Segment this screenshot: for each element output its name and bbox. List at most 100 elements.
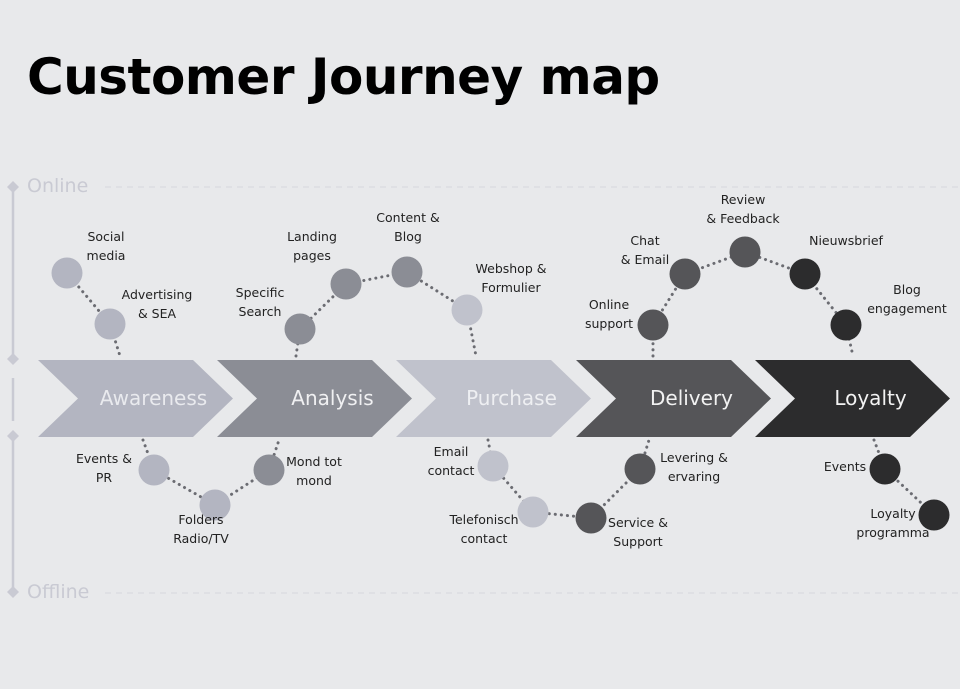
touchpoint-label-line: Blog [394, 229, 422, 244]
touchpoint-label-line: engagement [867, 301, 947, 316]
touchpoint-events [869, 453, 901, 485]
touchpoint-label-line: Radio/TV [173, 531, 229, 546]
touchpoint-label-line: Chat [630, 233, 660, 248]
touchpoint-chat-and-email [669, 258, 701, 290]
touchpoint-email-contact [477, 450, 509, 482]
touchpoint-label-line: ervaring [667, 469, 721, 484]
page-title: Customer Journey map [27, 48, 660, 106]
touchpoint-review-and-feedback [729, 236, 761, 268]
touchpoint-label-line: Webshop & [475, 261, 547, 276]
touchpoint-label-line: Landing [287, 229, 337, 244]
touchpoint-label-line: Email [433, 444, 469, 459]
touchpoint-label-events: Events [824, 457, 866, 476]
touchpoint-label-telefonisch-contact: Telefonisch contact [449, 510, 518, 548]
touchpoint-label-line: Content & [376, 210, 440, 225]
stage-chevron-awareness [38, 360, 233, 437]
connector-analysis-purchase-online [294, 270, 478, 358]
touchpoint-advertising-and-sea [94, 308, 126, 340]
lower-mid-marker [7, 430, 19, 442]
touchpoint-label-line: Events [823, 459, 867, 474]
touchpoint-label-service-and-support: Service & Support [608, 513, 668, 551]
touchpoint-service-and-support [575, 502, 607, 534]
touchpoint-label-email-contact: Email contact [428, 442, 475, 480]
touchpoint-label-chat-and-email: Chat & Email [621, 231, 669, 269]
touchpoint-label-levering-and-ervaring: Levering & ervaring [660, 448, 728, 486]
touchpoint-label-line: Loyalty [870, 506, 916, 521]
touchpoint-label-events-and-pr: Events & PR [76, 449, 132, 487]
touchpoint-nieuwsbrief [789, 258, 821, 290]
stage-chevron-analysis [217, 360, 412, 437]
stage-label-delivery: Delivery [649, 385, 734, 410]
connector-purchase-delivery-offline [486, 438, 651, 520]
touchpoint-folders-radio-tv [199, 489, 231, 521]
touchpoint-label-line: pages [293, 248, 331, 263]
touchpoint-label-line: & Feedback [706, 211, 780, 226]
stage-chevron-loyalty [755, 360, 950, 437]
touchpoint-label-line: Advertising [121, 287, 193, 302]
offline-axis-marker [7, 586, 19, 598]
touchpoint-blog-engagement [830, 309, 862, 341]
touchpoint-label-line: Social [87, 229, 125, 244]
touchpoint-label-social-media: Social media [87, 227, 126, 265]
touchpoint-label-line: Blog [893, 282, 921, 297]
touchpoint-label-online-support: Online support [585, 295, 633, 333]
touchpoint-loyalty-programma [918, 499, 950, 531]
touchpoint-label-line: media [86, 248, 126, 263]
touchpoint-label-line: Search [238, 304, 282, 319]
touchpoint-label-line: Telefonisch [449, 512, 519, 527]
touchpoint-label-line: Events & [75, 451, 133, 466]
touchpoint-label-line: mond [296, 473, 332, 488]
touchpoint-label-line: Specific [235, 285, 285, 300]
touchpoint-label-loyalty-programma: Loyalty programma [856, 504, 929, 542]
touchpoint-online-support [637, 309, 669, 341]
touchpoint-label-line: Review [720, 192, 766, 207]
touchpoint-label-mond-tot-mond: Mond tot mond [286, 452, 342, 490]
touchpoint-label-review-and-feedback: Review & Feedback [706, 190, 779, 228]
touchpoint-label-line: & SEA [137, 306, 177, 321]
channel-axis [7, 181, 960, 598]
touchpoint-specific-search [284, 313, 316, 345]
touchpoint-label-nieuwsbrief: Nieuwsbrief [809, 231, 883, 250]
stage-chevrons [38, 360, 950, 437]
stage-label-purchase: Purchase [466, 385, 557, 410]
touchpoint-social-media [51, 257, 83, 289]
touchpoint-webshop-and-formulier [451, 294, 483, 326]
touchpoint-label-content-and-blog: Content & Blog [376, 208, 439, 246]
touchpoint-label-line: PR [95, 470, 113, 485]
touchpoint-label-line: Levering & [660, 450, 728, 465]
touchpoint-label-landing-pages: Landing pages [287, 227, 337, 265]
stage-chevron-purchase [396, 360, 591, 437]
touchpoint-label-line: contact [460, 531, 508, 546]
touchpoint-label-line: Nieuwsbrief [809, 233, 883, 248]
touchpoint-telefonisch-contact [517, 496, 549, 528]
stage-chevron-delivery [576, 360, 771, 437]
stage-label-loyalty: Loyalty [834, 385, 907, 410]
touchpoint-content-and-blog [391, 256, 423, 288]
touchpoint-mond-tot-mond [253, 454, 285, 486]
touchpoint-label-line: Formulier [481, 280, 541, 295]
touchpoint-label-line: contact [427, 463, 475, 478]
touchpoint-label-line: & Email [620, 252, 670, 267]
touchpoint-levering-and-ervaring [624, 453, 656, 485]
touchpoint-label-blog-engagement: Blog engagement [867, 280, 947, 318]
touchpoint-landing-pages [330, 268, 362, 300]
touchpoint-label-line: Support [613, 534, 663, 549]
online-axis-label: Online [27, 175, 89, 197]
touchpoint-label-line: Online [588, 297, 630, 312]
touchpoint-events-and-pr [138, 454, 170, 486]
touchpoint-label-line: support [585, 316, 633, 331]
touchpoints [51, 236, 950, 534]
upper-mid-marker [7, 353, 19, 365]
touchpoint-label-line: Mond tot [286, 454, 342, 469]
touchpoint-label-webshop-and-formulier: Webshop & Formulier [476, 259, 547, 297]
offline-axis-label: Offline [27, 581, 90, 603]
touchpoint-label-advertising-and-sea: Advertising & SEA [122, 285, 193, 323]
touchpoint-label-line: programma [856, 525, 930, 540]
online-axis-marker [7, 181, 19, 193]
touchpoint-label-line: Service & [608, 515, 668, 530]
touchpoint-label-line: Folders [178, 512, 224, 527]
stage-label-analysis: Analysis [291, 385, 374, 410]
